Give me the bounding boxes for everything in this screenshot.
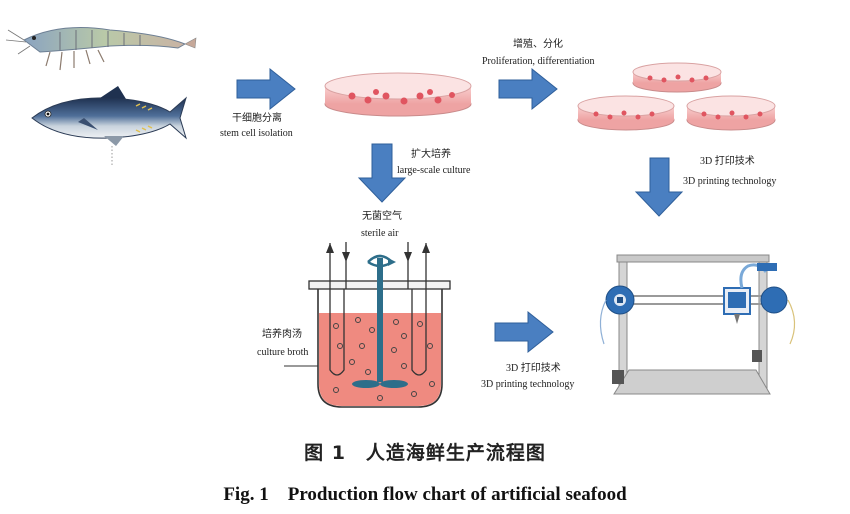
label-print2-en: 3D printing technology <box>481 379 575 390</box>
3d-printer <box>599 254 796 395</box>
label-prolif-en: Proliferation, differentiation <box>482 56 595 67</box>
arrow-stem-isolation <box>236 67 296 111</box>
label-prolif-cn: 增殖、分化 <box>513 39 563 50</box>
flow-diagram <box>5 27 796 408</box>
label-scale-cn: 扩大培养 <box>411 149 451 160</box>
label-stem-cn: 干细胞分离 <box>232 113 282 124</box>
petri-dish-group <box>577 62 776 131</box>
label-print1-cn: 3D 打印技术 <box>700 156 755 167</box>
label-broth-cn: 培养肉汤 <box>262 329 302 340</box>
label-print2-cn: 3D 打印技术 <box>506 363 561 374</box>
label-stem-en: stem cell isolation <box>220 128 293 139</box>
shrimp-image <box>5 27 197 71</box>
caption-english: Fig. 1 Production flow chart of artifici… <box>223 484 627 505</box>
label-print1-en: 3D printing technology <box>683 176 777 187</box>
label-broth-en: culture broth <box>257 347 309 358</box>
arrow-large-scale <box>357 143 407 203</box>
arrow-proliferation <box>498 67 558 111</box>
label-air-cn: 无菌空气 <box>362 211 402 222</box>
petri-dish-1 <box>324 72 472 117</box>
bioreactor <box>284 242 451 408</box>
tuna-image <box>31 86 187 146</box>
label-scale-en: large-scale culture <box>397 165 471 176</box>
arrow-3d-printing-down <box>634 157 684 217</box>
caption-chinese: 图 1 人造海鲜生产流程图 <box>304 442 546 464</box>
label-air-en: sterile air <box>361 228 399 239</box>
arrow-3d-printing-right <box>494 310 554 354</box>
